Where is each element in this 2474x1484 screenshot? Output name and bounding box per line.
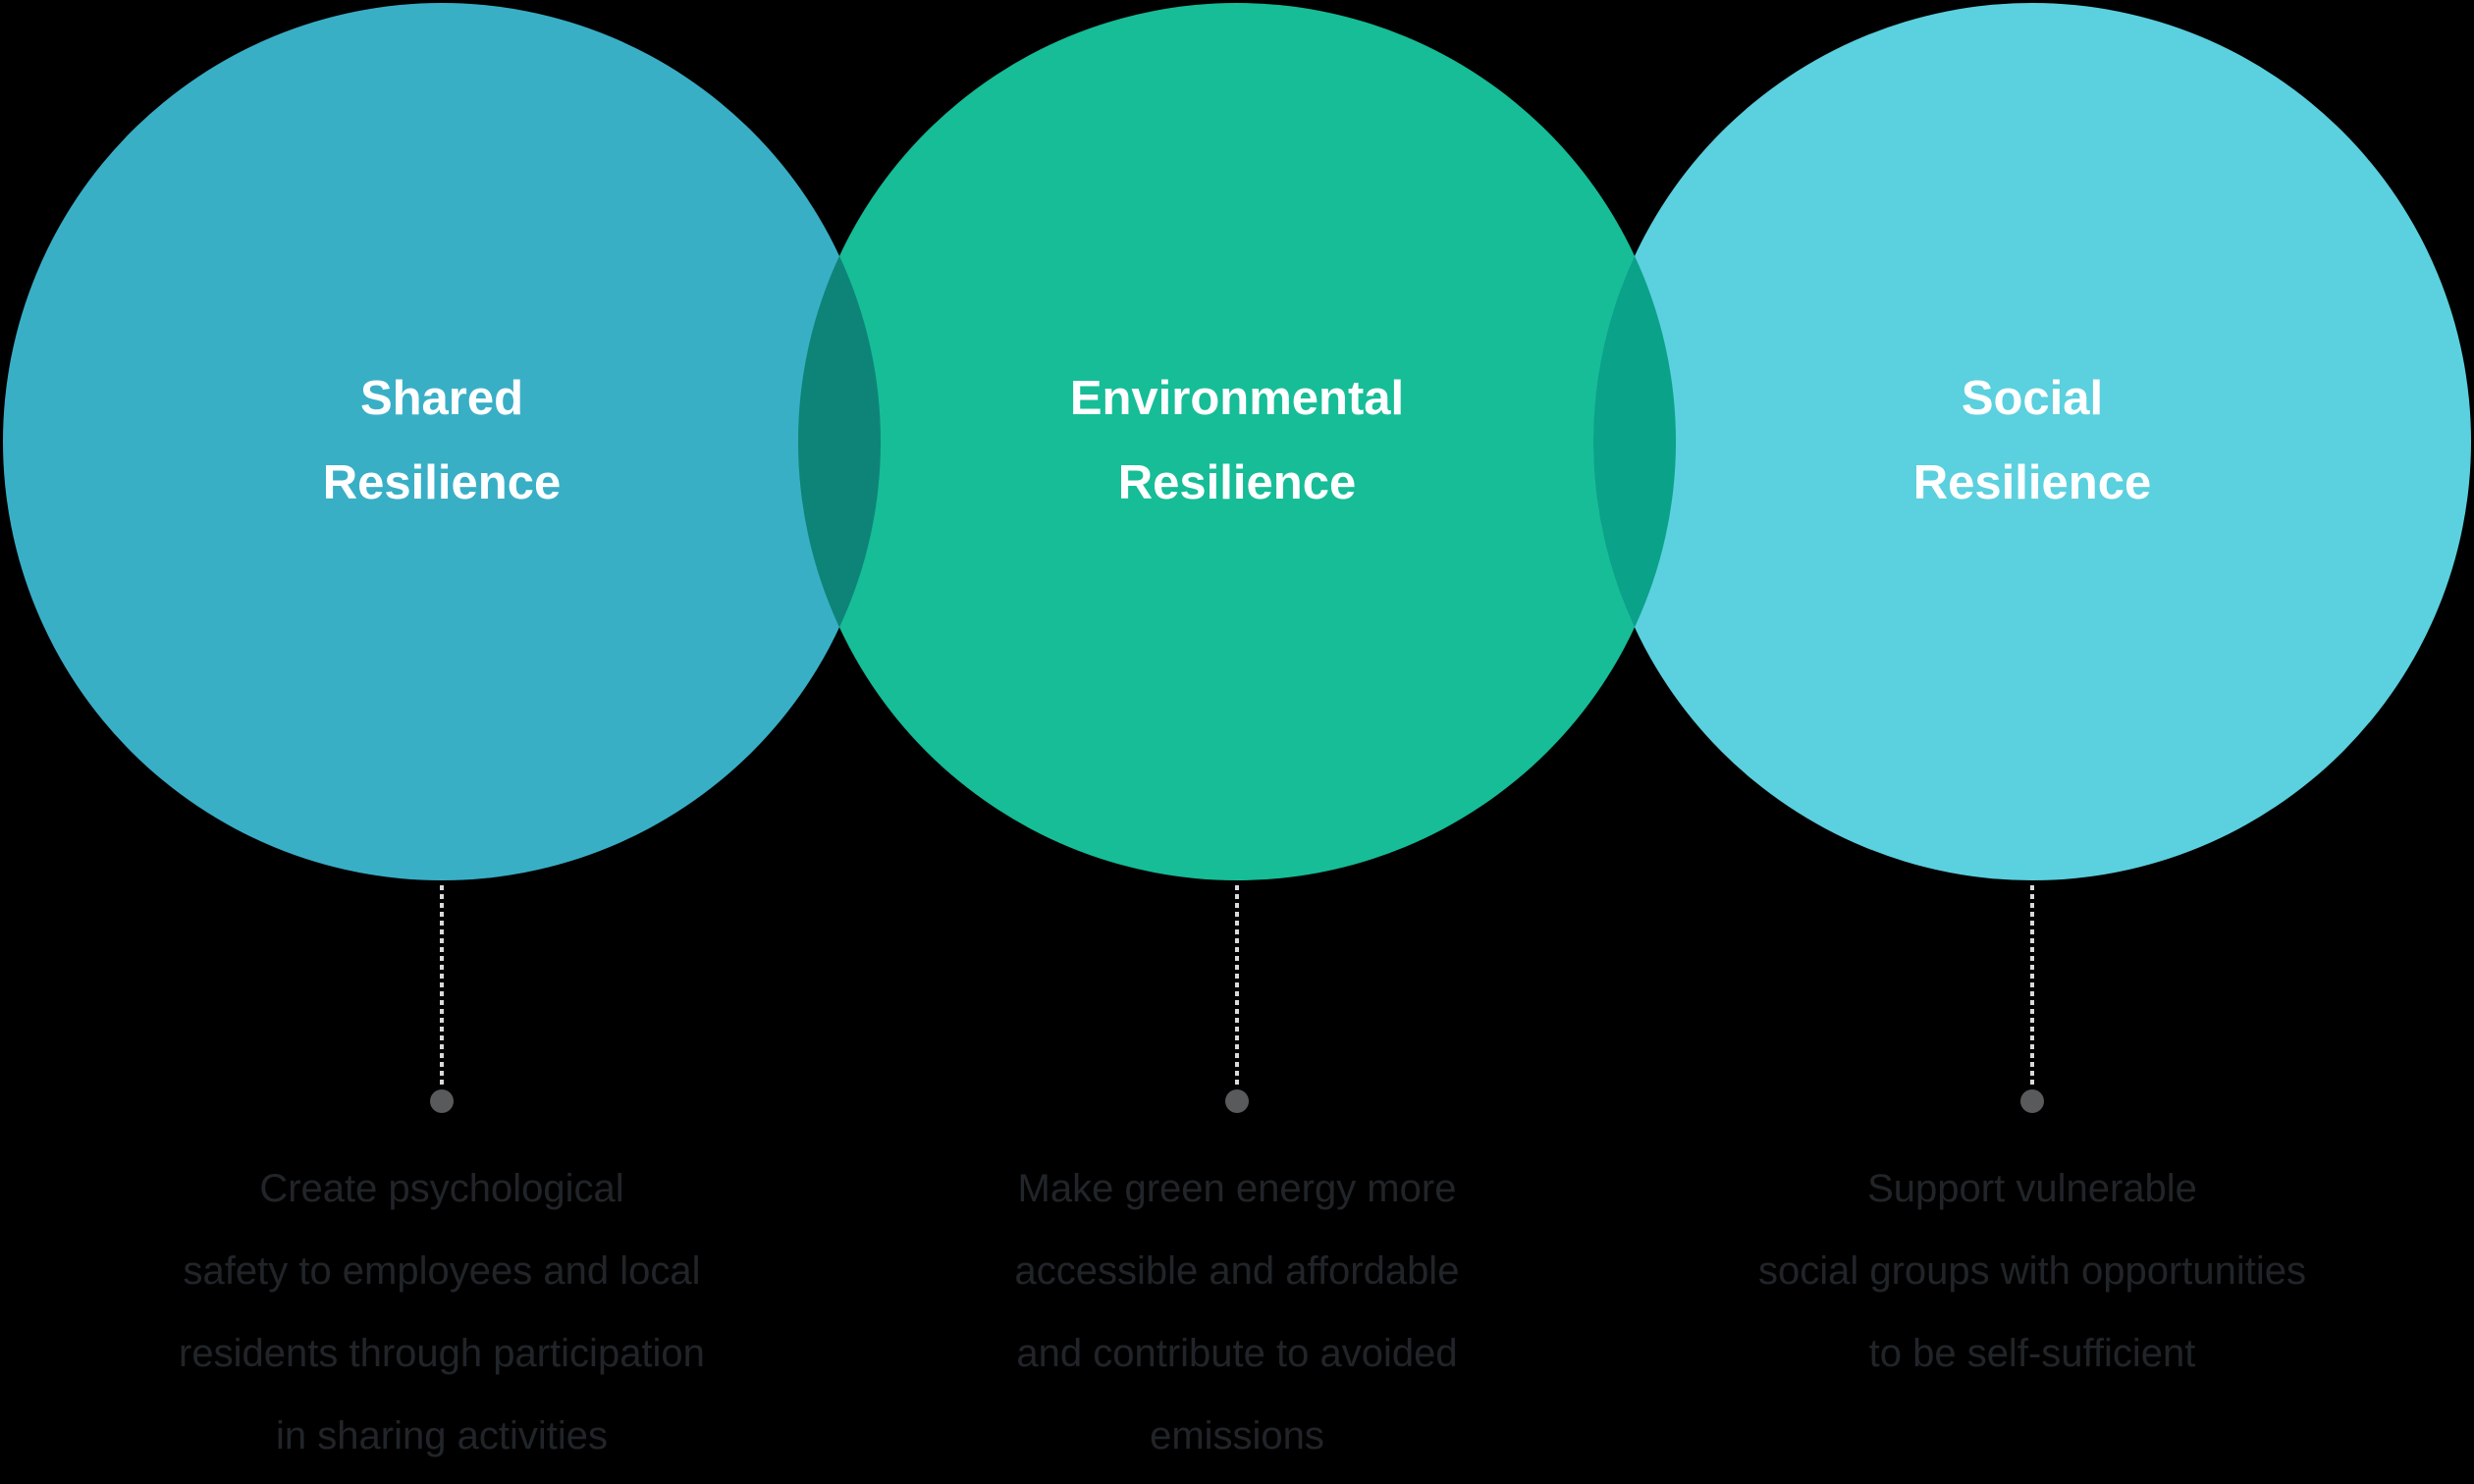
environmental-title-line1: Environmental <box>1069 372 1405 425</box>
shared-connector-line <box>440 885 444 1086</box>
environmental-title-line2: Resilience <box>1117 456 1357 509</box>
social-connector-line <box>2030 885 2034 1086</box>
shared-title-line1: Shared <box>359 372 524 425</box>
environmental-connector-line <box>1235 885 1239 1086</box>
shared-column: Shared Resilience Create psychological s… <box>0 0 884 1484</box>
social-column: Social Resilience Support vulnerable soc… <box>1590 0 2474 1484</box>
shared-circle-title: Shared Resilience <box>0 356 884 525</box>
shared-description: Create psychological safety to employees… <box>179 1167 705 1458</box>
social-title-line2: Resilience <box>1912 456 2152 509</box>
environmental-connector-dot <box>1225 1089 1249 1113</box>
environmental-description: Make green energy more accessible and af… <box>1014 1167 1460 1458</box>
shared-title-line2: Resilience <box>322 456 562 509</box>
social-description: Support vulnerable social groups with op… <box>1757 1167 2307 1375</box>
shared-circle <box>3 3 881 880</box>
shared-environmental-overlap <box>797 255 882 628</box>
environmental-circle <box>798 3 1676 880</box>
social-circle-title: Social Resilience <box>1590 356 2474 525</box>
social-connector-dot <box>2020 1089 2044 1113</box>
social-title-line1: Social <box>1961 372 2104 425</box>
environmental-circle-title: Environmental Resilience <box>795 356 1679 525</box>
environmental-column: Environmental Resilience Make green ener… <box>795 0 1679 1484</box>
shared-connector-dot <box>430 1089 454 1113</box>
social-circle <box>1593 3 2471 880</box>
environmental-social-overlap <box>1592 255 1677 628</box>
